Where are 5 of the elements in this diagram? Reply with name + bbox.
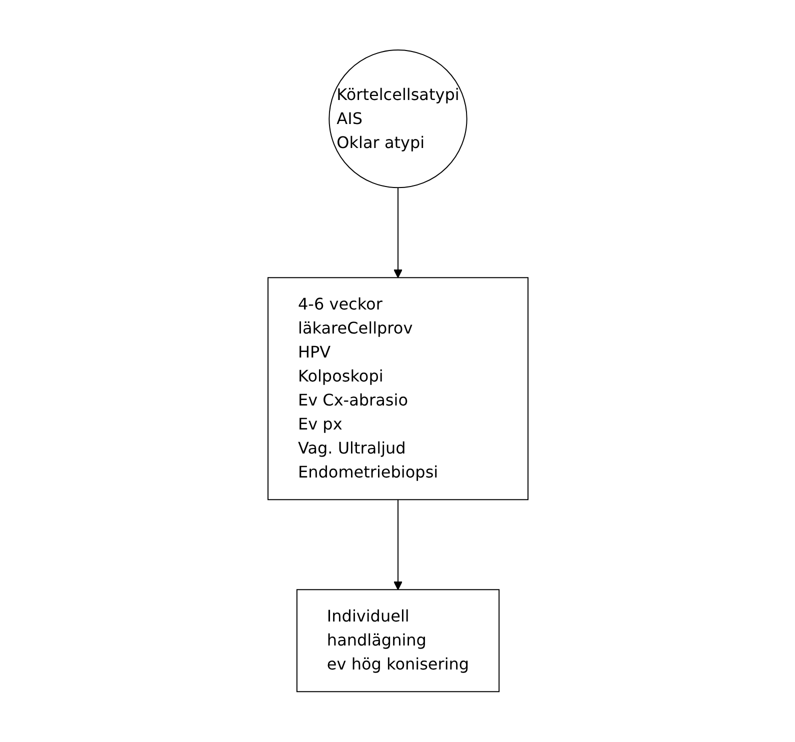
arrow <box>393 499 402 590</box>
node-box: Individuell handlägning ev hög konisering <box>296 589 500 692</box>
node-circle: Körtelcellsatypi AIS Oklar atypi <box>328 50 467 188</box>
arrow <box>393 187 402 278</box>
node-box: 4-6 veckor läkareCellprov HPV Kolposkopi Ev Cx-abrasio Ev px Vag. Ultraljud Endometriebiopsi <box>267 277 528 500</box>
